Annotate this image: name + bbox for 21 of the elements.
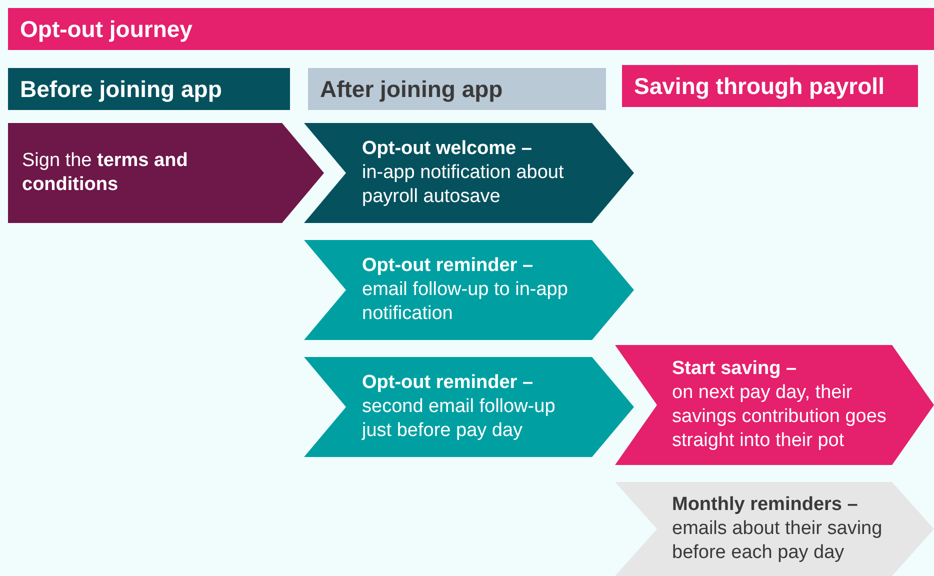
step-title: Opt-out welcome – [362,137,533,161]
step-description: on next pay day, their savings contribution goes straight into their pot [672,381,888,453]
step-description: in-app notification about payroll autosave [362,161,565,209]
step-title: Start saving – [672,357,798,381]
step-description: Sign the terms and conditions [22,149,189,197]
chevron-step [615,345,934,465]
column-header [308,68,606,110]
column-header [8,68,290,110]
column-header [622,65,918,107]
column-label: After joining app [320,76,503,102]
step-title: Opt-out reminder – [362,254,534,278]
step-title: Monthly reminders – [672,493,859,517]
column-label: Before joining app [20,76,222,102]
step-description: email follow-up to in-app notification [362,278,569,326]
step-title: Opt-out reminder – [362,371,534,395]
column-label: Saving through payroll [634,72,884,100]
chevron-step [8,123,324,223]
title-bar [8,8,934,50]
banner-label: Opt-out journey [20,16,192,42]
step-description: emails about their saving before each pay day [672,517,884,565]
step-description: second email follow-up just before pay day [362,395,556,443]
